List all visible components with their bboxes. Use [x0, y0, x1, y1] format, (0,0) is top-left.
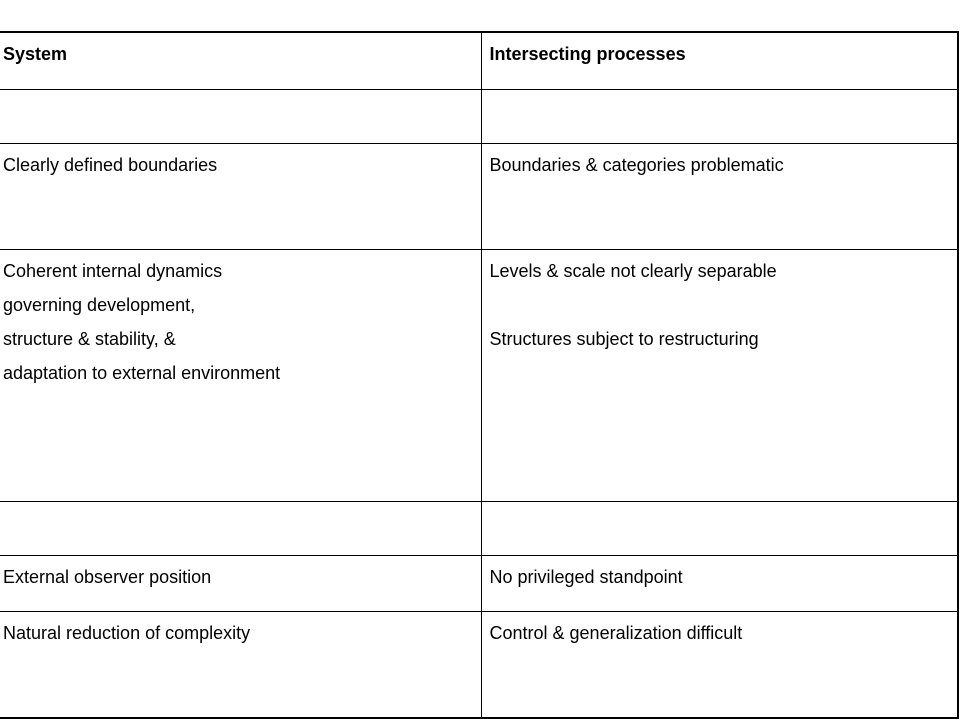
table-cell: Coherent internal dynamics governing dev…: [0, 248, 482, 502]
cell-text: adaptation to external environment: [3, 362, 281, 383]
table-row-observer: External observer position No privileged…: [0, 554, 959, 612]
table-cell: No privileged standpoint: [480, 554, 959, 612]
cell-text: Boundaries & categories problematic: [489, 154, 784, 175]
cell-text: Levels & scale not clearly separable: [489, 260, 777, 281]
cell-text: Coherent internal dynamics: [3, 260, 223, 281]
table-row-empty-1: [0, 88, 959, 144]
table-cell: Natural reduction of complexity: [0, 610, 482, 719]
table-cell: Control & generalization difficult: [480, 610, 959, 719]
cell-text: Control & generalization difficult: [489, 622, 743, 643]
header-cell-intersecting: Intersecting processes: [480, 31, 959, 90]
table-row-empty-2: [0, 500, 959, 556]
cell-text: Natural reduction of complexity: [3, 622, 251, 643]
cell-text: governing development,: [3, 294, 196, 315]
table-cell: Boundaries & categories problematic: [480, 142, 959, 250]
header-system-label: System: [3, 44, 68, 64]
table-header-row: System Intersecting processes: [0, 31, 959, 90]
cell-text: No privileged standpoint: [489, 566, 683, 587]
table-cell: External observer position: [0, 554, 482, 612]
table-cell: [480, 500, 959, 556]
cell-text: Structures subject to restructuring: [489, 328, 759, 349]
table-cell: Levels & scale not clearly separable Str…: [480, 248, 959, 502]
cell-text: External observer position: [3, 566, 212, 587]
header-intersecting-label: Intersecting processes: [489, 44, 686, 64]
comparison-table: System Intersecting processes Clearly de…: [0, 31, 959, 719]
cell-text: Clearly defined boundaries: [3, 154, 218, 175]
table-cell: Clearly defined boundaries: [0, 142, 482, 250]
table-row-complexity: Natural reduction of complexity Control …: [0, 610, 959, 719]
cell-text: structure & stability, &: [3, 328, 176, 349]
table-row-boundaries: Clearly defined boundaries Boundaries & …: [0, 142, 959, 250]
table-cell: [480, 88, 959, 144]
table-row-dynamics: Coherent internal dynamics governing dev…: [0, 248, 959, 502]
table-cell: [0, 500, 482, 556]
line-gap: [490, 288, 958, 322]
table-cell: [0, 88, 482, 144]
header-cell-system: System: [0, 31, 482, 90]
